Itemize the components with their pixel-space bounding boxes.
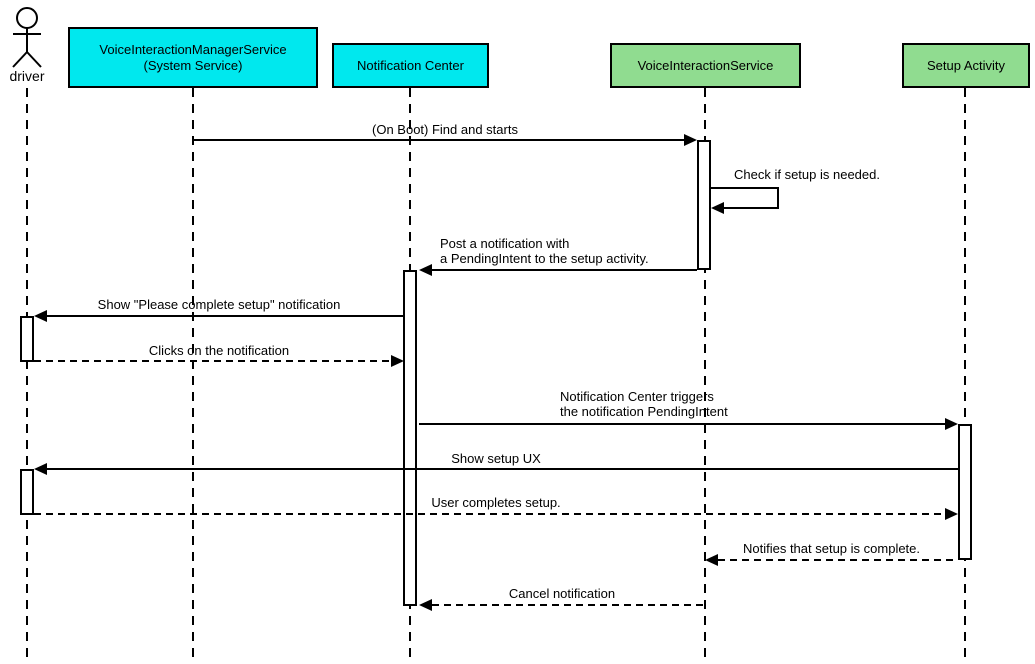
message-1-arrowhead	[684, 134, 697, 146]
participant-label: Setup Activity	[926, 57, 1006, 73]
activation-driver-2	[20, 469, 34, 515]
message-2-label: Check if setup is needed.	[734, 167, 880, 182]
message-4-line	[47, 315, 404, 317]
message-4-arrowhead	[34, 310, 47, 322]
activation-voice-interaction-service	[697, 140, 711, 270]
message-4-label: Show "Please complete setup" notificatio…	[97, 297, 341, 312]
participant-voice-interaction-manager-service: VoiceInteractionManagerService (System S…	[68, 27, 318, 88]
message-6-label: Notification Center triggers the notific…	[560, 389, 728, 419]
message-8-arrowhead	[945, 508, 958, 520]
participant-label: Notification Center	[357, 57, 464, 73]
message-1-label: (On Boot) Find and starts	[372, 122, 518, 137]
message-1-line	[193, 139, 684, 141]
actor-driver-icon	[12, 7, 42, 68]
message-6-line	[419, 423, 945, 425]
participant-voice-interaction-service: VoiceInteractionService	[610, 43, 801, 88]
participant-label: VoiceInteractionManagerService (System S…	[99, 41, 287, 73]
lifeline-voice-interaction-manager-service	[192, 88, 194, 660]
message-9-label: Notifies that setup is complete.	[742, 541, 921, 556]
message-2-line-down	[777, 187, 779, 209]
message-6-arrowhead	[945, 418, 958, 430]
message-7-arrowhead	[34, 463, 47, 475]
message-9-arrowhead	[705, 554, 718, 566]
message-3-label: Post a notification with a PendingIntent…	[440, 236, 649, 266]
message-5-arrowhead	[391, 355, 404, 367]
activation-notification-center	[403, 270, 417, 606]
activation-setup-activity	[958, 424, 972, 560]
message-10-arrowhead	[419, 599, 432, 611]
message-10-label: Cancel notification	[508, 586, 616, 601]
activation-driver-1	[20, 316, 34, 362]
message-2-line-back	[724, 207, 779, 209]
message-3-line	[432, 269, 697, 271]
message-9-line	[718, 559, 958, 561]
message-2-arrowhead	[711, 202, 724, 214]
actor-driver-label: driver	[9, 68, 45, 84]
message-5-label: Clicks on the notification	[148, 343, 290, 358]
participant-label: VoiceInteractionService	[637, 57, 774, 73]
message-7-label: Show setup UX	[451, 451, 541, 466]
lifeline-setup-activity	[964, 88, 966, 660]
lifeline-driver	[26, 88, 28, 660]
message-8-line	[34, 513, 945, 515]
message-3-arrowhead	[419, 264, 432, 276]
message-8-label: User completes setup.	[431, 495, 561, 510]
participant-notification-center: Notification Center	[332, 43, 489, 88]
message-7-line	[47, 468, 958, 470]
message-10-line	[432, 604, 705, 606]
message-5-line	[34, 360, 391, 362]
participant-setup-activity: Setup Activity	[902, 43, 1030, 88]
message-2-line-out	[711, 187, 779, 189]
lifeline-voice-interaction-service	[704, 88, 706, 660]
